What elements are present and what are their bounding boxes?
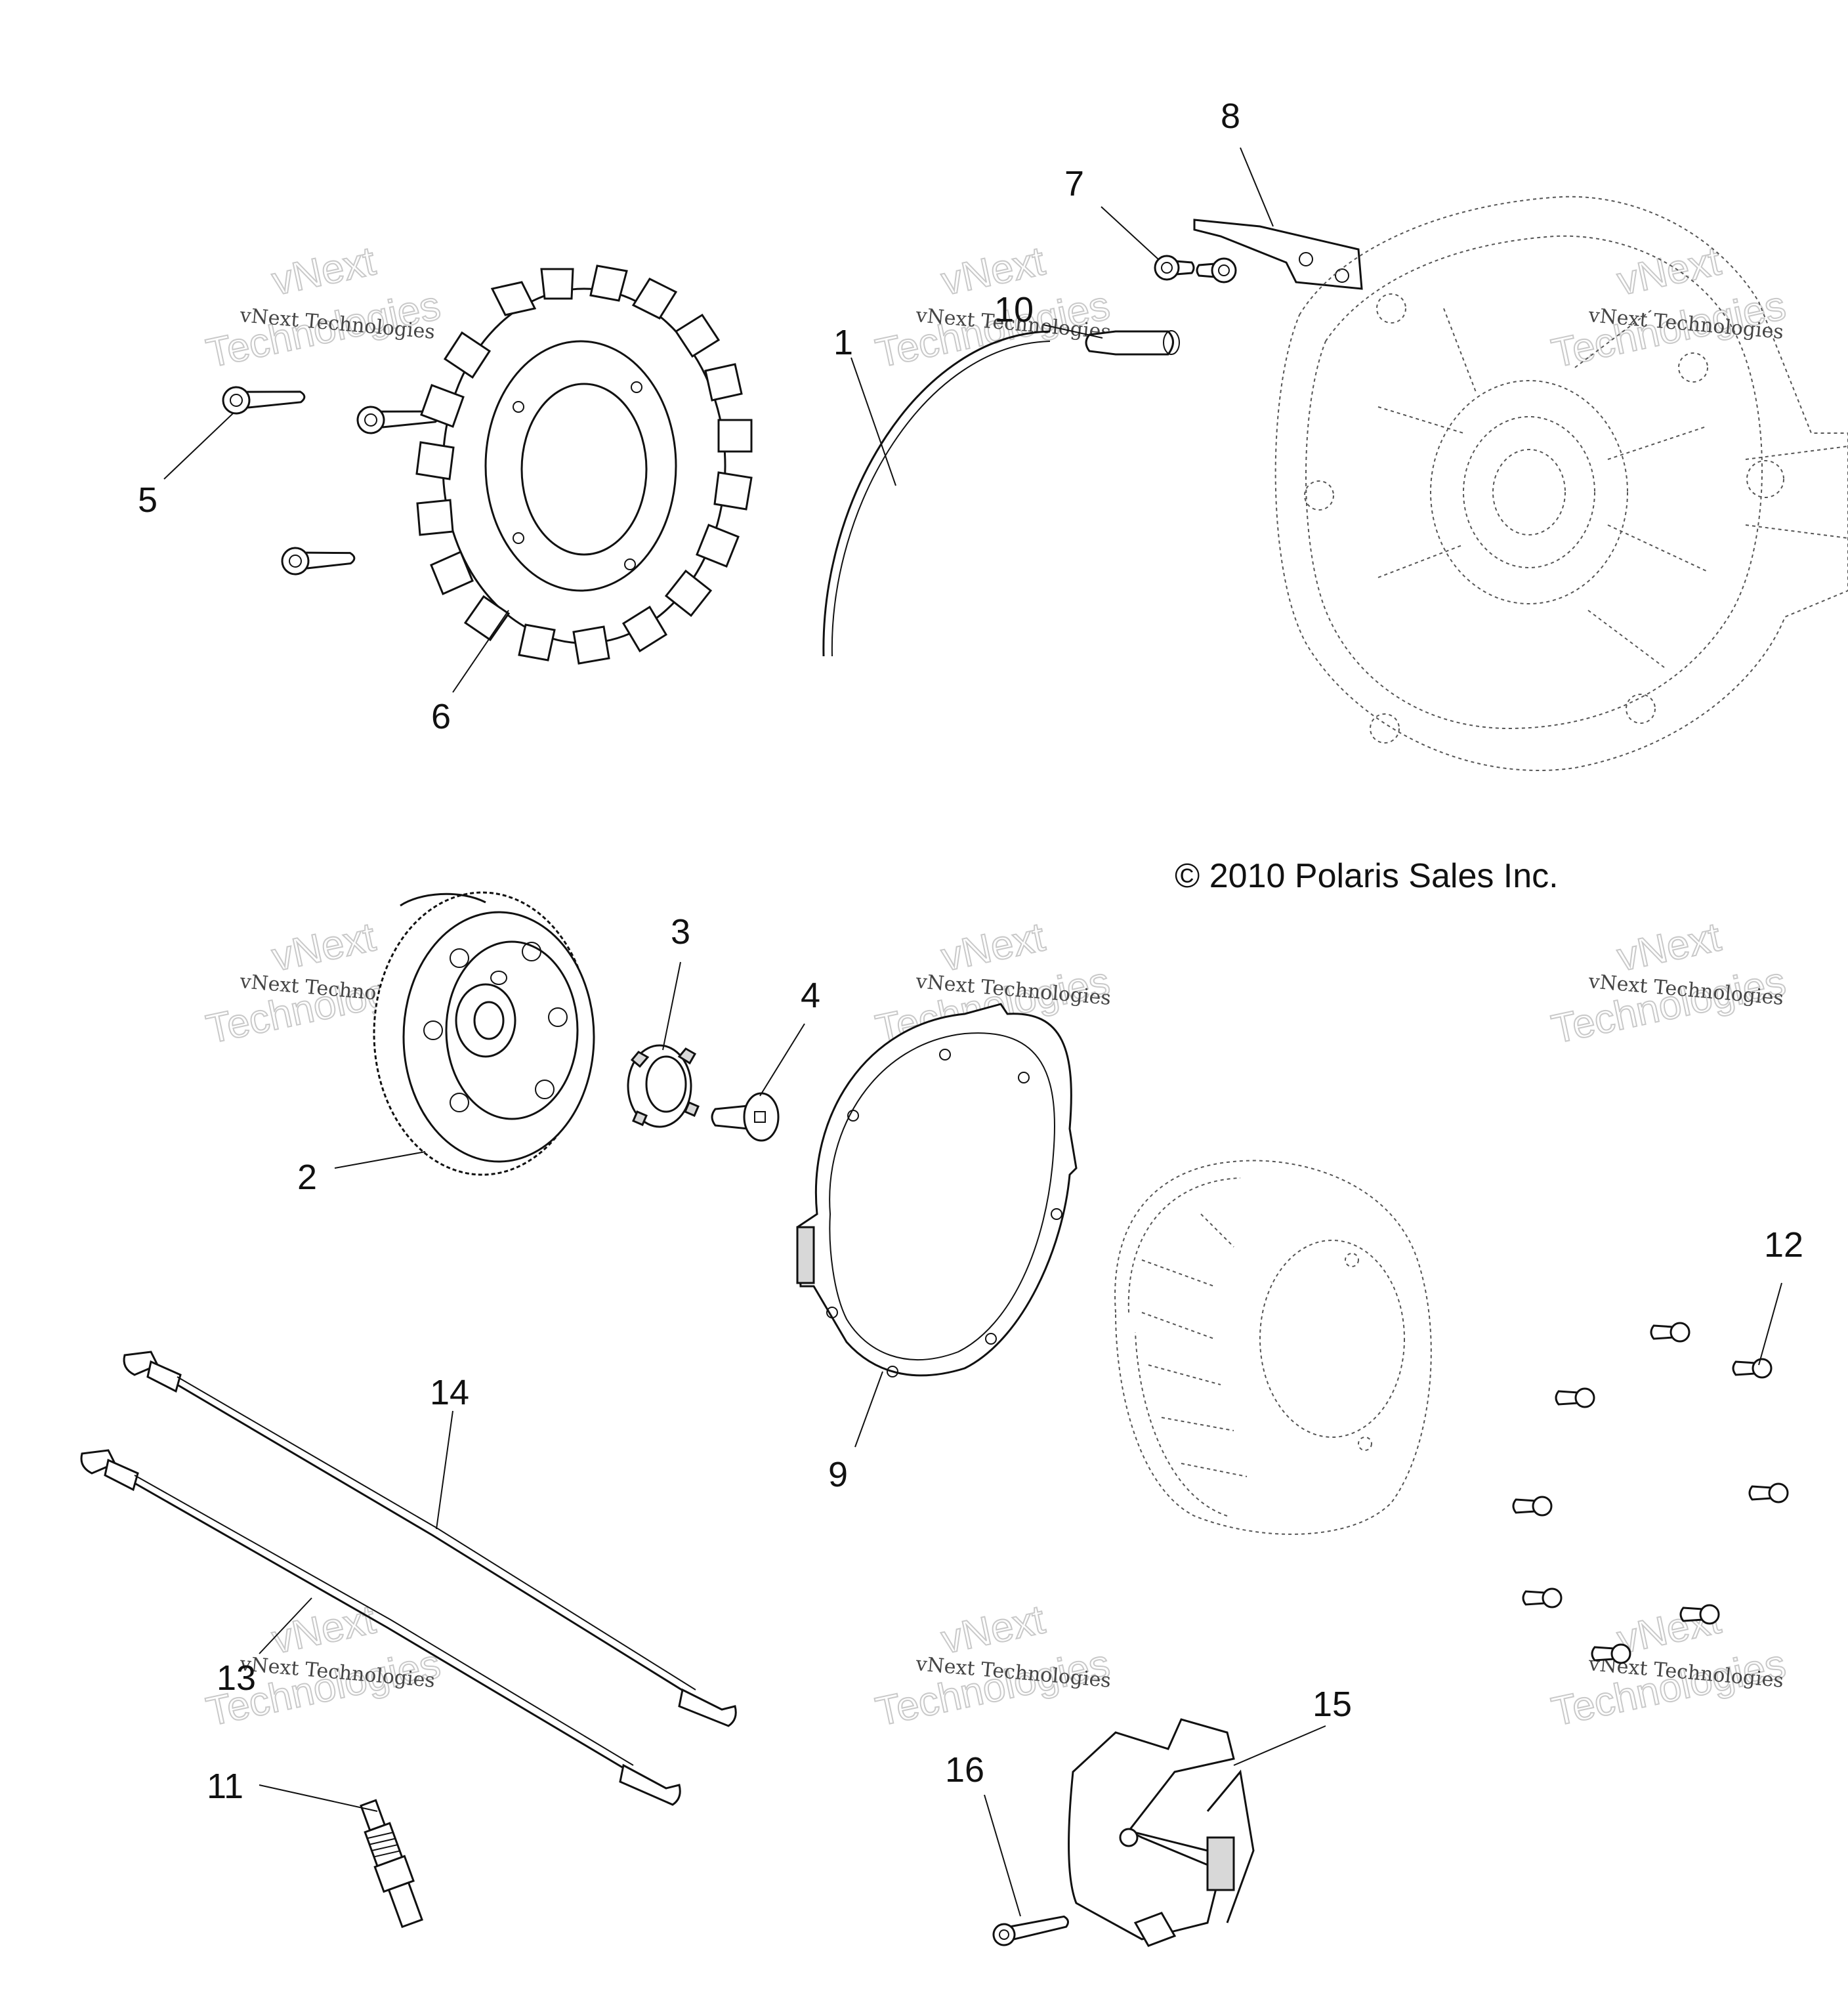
callout-13: 13 [217, 1658, 256, 1698]
watermark-big-top: vNext [938, 914, 1049, 980]
callout-12: 12 [1764, 1225, 1803, 1265]
engine-housing [1274, 196, 1848, 771]
bolt [1522, 1587, 1563, 1608]
leader-14 [436, 1410, 453, 1530]
bolt [1591, 1643, 1631, 1664]
copyright-text: © 2010 Polaris Sales Inc. [1175, 857, 1559, 895]
watermark-big-top: vNext [938, 1597, 1049, 1662]
leader-5 [163, 413, 234, 480]
watermark-big-top: vNext [268, 1597, 379, 1662]
spark-plug [360, 1799, 423, 1929]
leader-1 [850, 357, 896, 486]
watermark-mid-right: vNext Technologies vNext Technologies [1547, 914, 1790, 1053]
callout-5: 5 [138, 480, 158, 520]
callout-14: 14 [430, 1373, 469, 1412]
callout-4: 4 [801, 976, 820, 1015]
callouts: 1 2 3 4 5 6 7 8 9 10 11 12 13 14 15 16 [138, 96, 1803, 1806]
bracket-bolts [1154, 255, 1237, 284]
coil-bolt [992, 1915, 1069, 1946]
watermark-big-top: vNext [1614, 914, 1725, 980]
magneto-cover [1114, 1160, 1432, 1535]
leader-7 [1101, 206, 1159, 260]
leader-6 [452, 610, 509, 693]
callout-6: 6 [431, 697, 451, 736]
leader-2 [334, 1151, 426, 1169]
leader-13 [259, 1597, 312, 1654]
bolt [281, 547, 356, 576]
leader-8 [1240, 147, 1274, 227]
stator-teeth [415, 264, 753, 665]
leader-9 [854, 1371, 883, 1448]
leader-3 [662, 961, 681, 1051]
flywheel-bolt [711, 1092, 780, 1142]
stator [415, 264, 753, 665]
leader-4 [759, 1023, 805, 1097]
bolt [1650, 1322, 1690, 1343]
watermark-big-top: vNext [268, 914, 379, 980]
bolt [1679, 1604, 1720, 1625]
watermark-bottom-right: vNext Technologies vNext Technologies [1547, 1596, 1790, 1735]
callout-2: 2 [297, 1158, 317, 1197]
callout-10: 10 [994, 290, 1034, 329]
flywheel [373, 891, 595, 1176]
watermark-top-right: vNext Technologies vNext Technologies [1547, 238, 1790, 377]
cover-bolts [1512, 1322, 1789, 1664]
callout-15: 15 [1312, 1685, 1352, 1724]
wire-loop-inner [831, 341, 1051, 657]
gasket [796, 1003, 1078, 1377]
bolt [222, 386, 306, 415]
watermark-top-center: vNext Technologies vNext Technologies [872, 238, 1114, 377]
starter-clutch [627, 1044, 700, 1128]
bolt [1512, 1496, 1553, 1517]
callout-11: 11 [207, 1767, 243, 1806]
grommet [1085, 330, 1180, 356]
wire-loop [822, 330, 1051, 657]
callout-9: 9 [828, 1455, 848, 1494]
leader-lines [163, 147, 1782, 1917]
callout-1: 1 [833, 323, 853, 362]
bracket [1193, 219, 1363, 290]
callout-8: 8 [1221, 96, 1240, 136]
leader-10 [1043, 324, 1103, 339]
bolt [1555, 1387, 1595, 1408]
ignition-wire-13 [80, 1449, 681, 1806]
watermark-top-left: vNext Technologies vNext Technologies [202, 238, 445, 377]
leader-15 [1233, 1725, 1326, 1766]
watermark-bottom-center: vNext Technologies vNext Technologies [872, 1596, 1114, 1735]
ignition-coil [1068, 1718, 1255, 1947]
callout-16: 16 [945, 1750, 984, 1790]
callout-3: 3 [671, 912, 690, 952]
watermark-big-top: vNext [268, 238, 379, 304]
bolt [1732, 1358, 1773, 1379]
leader-16 [984, 1794, 1021, 1917]
bolt [1196, 257, 1237, 284]
bolt [1154, 255, 1195, 281]
callout-7: 7 [1064, 164, 1084, 203]
bolt [1748, 1482, 1789, 1503]
stator-bolts [222, 386, 440, 576]
leader-12 [1758, 1282, 1782, 1366]
leader-11 [259, 1784, 378, 1812]
